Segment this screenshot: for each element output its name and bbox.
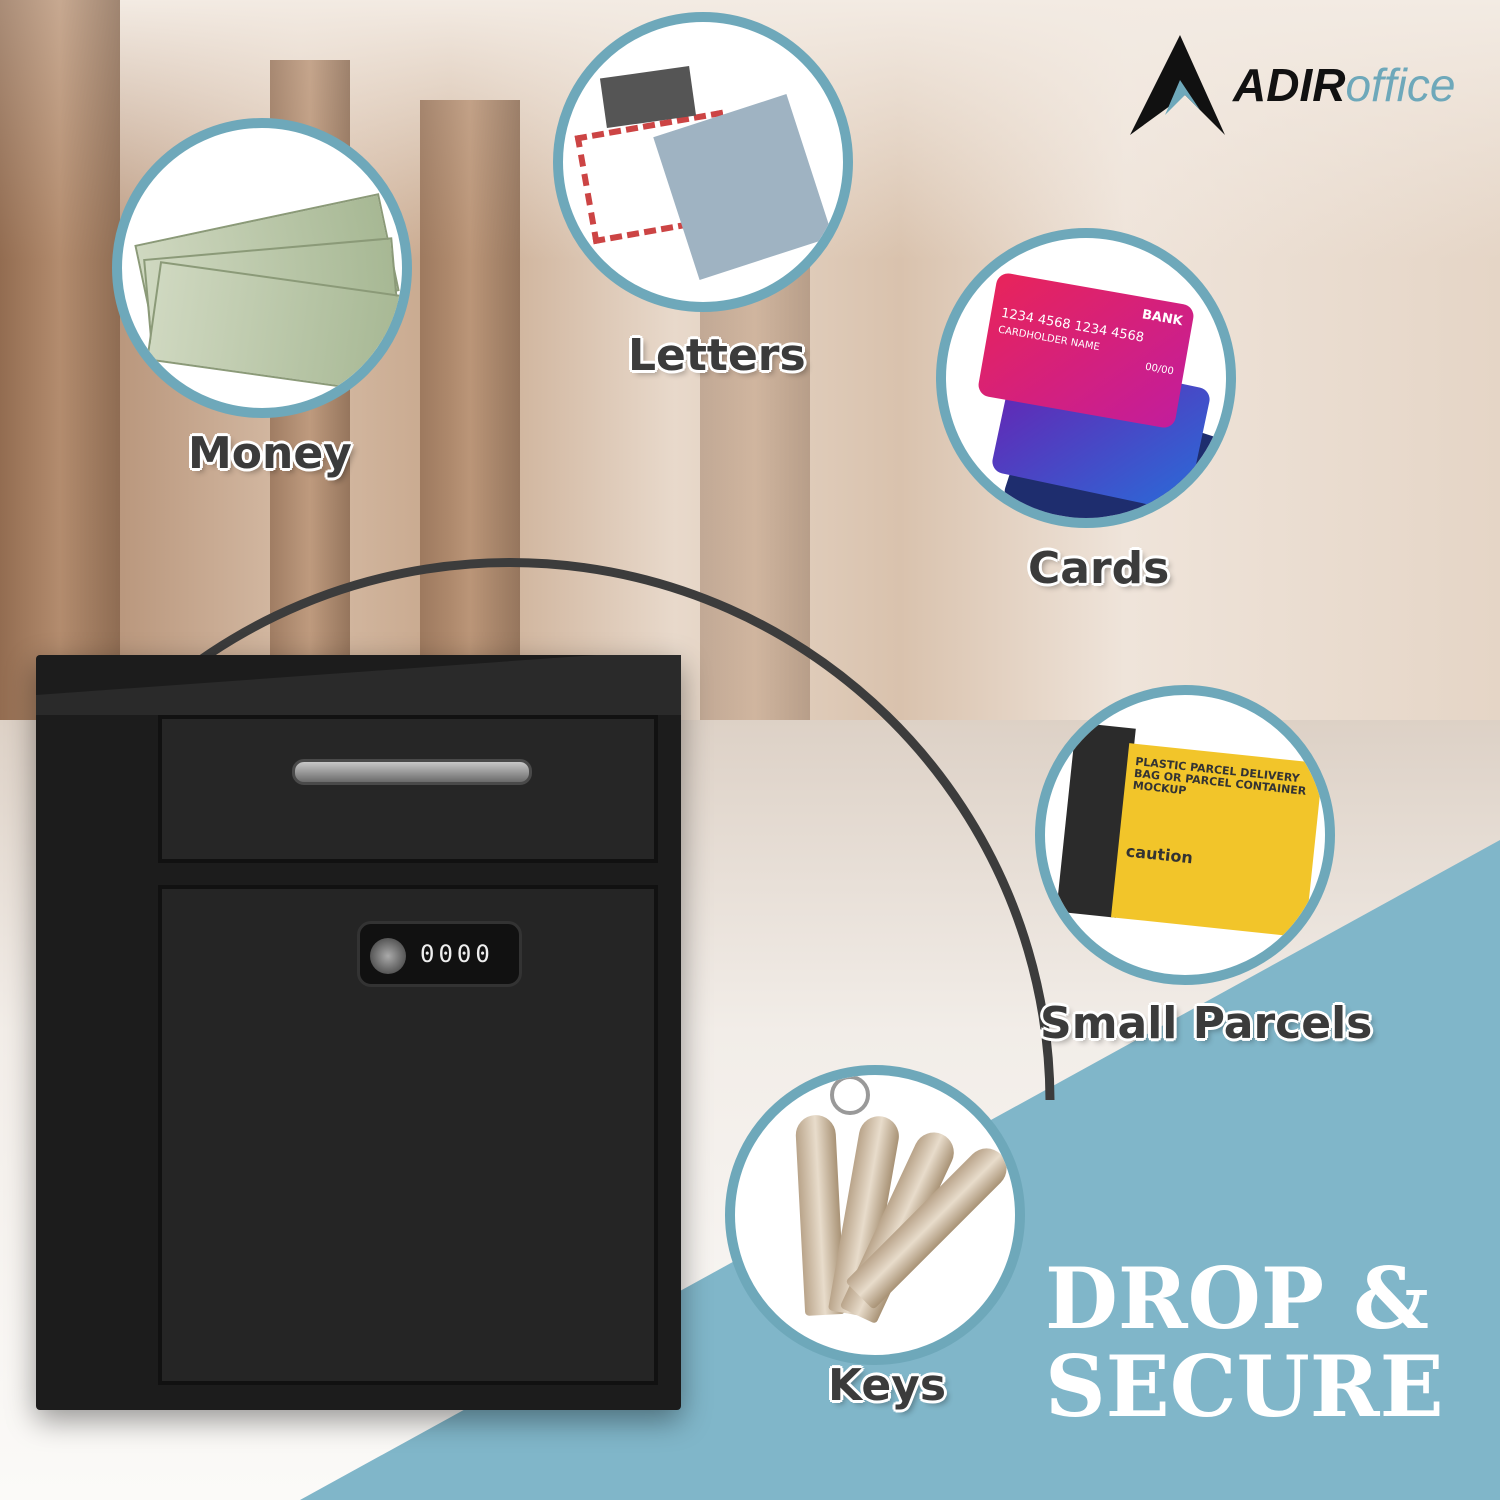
combination-lock: 0000 bbox=[357, 921, 522, 987]
headline-line1: DROP & bbox=[1045, 1249, 1430, 1348]
logo-text-light: office bbox=[1345, 59, 1456, 111]
lock-digits: 0000 bbox=[420, 940, 494, 968]
handle bbox=[292, 759, 532, 785]
key-lock-icon bbox=[370, 938, 406, 974]
drop-slot bbox=[158, 715, 658, 863]
money-circle bbox=[112, 118, 412, 418]
headline-line2: SECURE bbox=[1045, 1337, 1444, 1436]
pillar bbox=[0, 0, 120, 760]
drop-box: 0000 bbox=[36, 655, 681, 1410]
logo-mark-icon bbox=[1130, 35, 1225, 135]
label-letters: Letters bbox=[628, 330, 806, 381]
label-cards: Cards bbox=[1028, 543, 1170, 594]
keys-circle bbox=[725, 1065, 1025, 1365]
label-keys: Keys bbox=[828, 1360, 947, 1411]
logo-text-bold: ADIR bbox=[1233, 59, 1346, 111]
label-small-parcels: Small Parcels bbox=[1040, 998, 1373, 1049]
letters-circle bbox=[553, 12, 853, 312]
pillar bbox=[420, 100, 520, 720]
parcel-caution: caution bbox=[1124, 841, 1194, 868]
parcels-circle: PLASTIC PARCEL DELIVERY BAG OR PARCEL CO… bbox=[1035, 685, 1335, 985]
brand-logo: ADIRoffice bbox=[1125, 35, 1455, 135]
cards-circle: BANK 1234 4568 1234 4568 CARDHOLDER NAME… bbox=[936, 228, 1236, 528]
box-door: 0000 bbox=[158, 885, 658, 1385]
label-money: Money bbox=[188, 428, 352, 479]
parcel-icon: PLASTIC PARCEL DELIVERY BAG OR PARCEL CO… bbox=[1055, 722, 1325, 947]
parcel-title: PLASTIC PARCEL DELIVERY BAG OR PARCEL CO… bbox=[1132, 754, 1307, 798]
box-top bbox=[36, 655, 681, 715]
headline: DROP & SECURE bbox=[1045, 1255, 1444, 1431]
